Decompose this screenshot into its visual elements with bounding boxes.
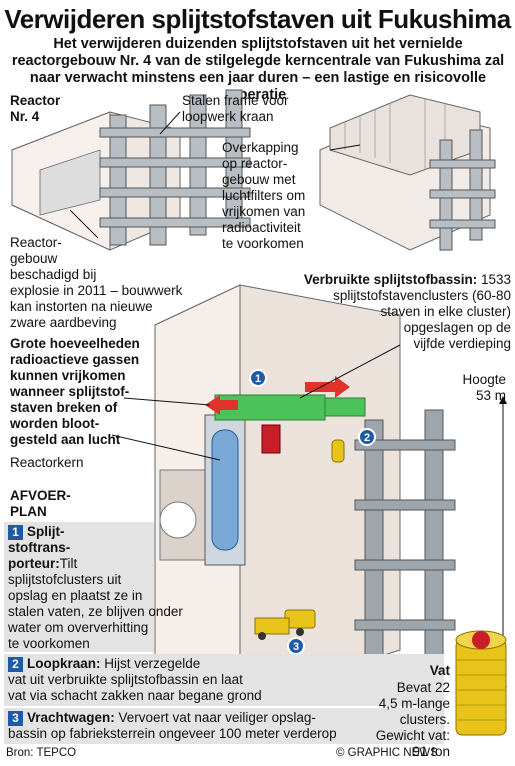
step-3-panel (4, 708, 444, 744)
roofed-reactor-building-illustration (319, 94, 496, 251)
gases-warning-label: Grote hoeveelheden radioactieve gassen k… (10, 336, 140, 447)
step-3-title: Vrachtwagen: (27, 710, 115, 725)
svg-text:3: 3 (293, 641, 299, 653)
step-1-title: Splijt- stoftrans- porteur: (8, 524, 71, 571)
page-subtitle: Het verwijderen duizenden splijtstofstav… (11, 36, 505, 103)
damaged-reactor-building-illustration (11, 89, 251, 251)
height-label: Hoogte 53 m (462, 372, 506, 403)
building-damaged-label: Reactor- gebouw beschadigd bij explosie … (10, 235, 183, 330)
svg-text:2: 2 (364, 432, 370, 444)
cask-illustration (455, 630, 507, 736)
step-1-description: Tilt splijtstofclusters uit opslag en pl… (8, 556, 183, 651)
cask-title: Vat (429, 663, 450, 678)
disposal-plan-heading: AFVOER- PLAN (10, 488, 71, 519)
reactor-core-label: Reactorkern (10, 455, 84, 470)
spent-fuel-pool-text: 1533 splijtstofstavenclusters (60-80 sta… (333, 272, 511, 351)
step-2-description: Hijst verzegelde vat uit verbruikte spli… (8, 656, 262, 703)
step-marker-2: 2 (358, 428, 376, 446)
leader-lines (69, 111, 401, 461)
step-3-description: Vervoert vat naar veiliger opslag- bassi… (8, 710, 337, 741)
step-1-panel (4, 522, 154, 652)
copyright-credit: © GRAPHIC NEWS (336, 747, 438, 759)
step-marker-1: 1 (249, 369, 267, 387)
step-2-panel (4, 654, 444, 706)
spent-fuel-pool-label: Verbruikte splijtstofbassin: 1533 splijt… (296, 272, 511, 352)
step-2-number: 2 (8, 657, 23, 672)
steel-frame-label: Stalen frame voor loopwerk kraan (182, 93, 289, 124)
step-3-number: 3 (8, 711, 23, 726)
spent-fuel-pool-title: Verbruikte splijtstofbassin: (303, 272, 478, 287)
cutaway-reactor-building-illustration (154, 284, 456, 701)
step-3-text: 3 Vrachtwagen: Vervoert vat naar veiliger… (8, 710, 443, 742)
step-marker-3: 3 (287, 637, 305, 655)
step-2-title: Loopkraan: (27, 656, 101, 671)
reactor-number-label: Reactor Nr. 4 (10, 93, 61, 124)
svg-text:1: 1 (255, 373, 261, 385)
page-title: Verwijderen splijtstofstaven uit Fukushi… (4, 4, 511, 34)
roofing-label: Overkapping op reactor- gebouw met lucht… (222, 140, 306, 251)
source-credit: Bron: TEPCO (6, 747, 77, 759)
step-2-text: 2 Loopkraan: Hijst verzegelde vat uit ver… (8, 656, 438, 704)
step-1-number: 1 (8, 525, 23, 540)
cask-description: Bevat 22 4,5 m-lange clusters. Gewicht v… (375, 680, 450, 759)
